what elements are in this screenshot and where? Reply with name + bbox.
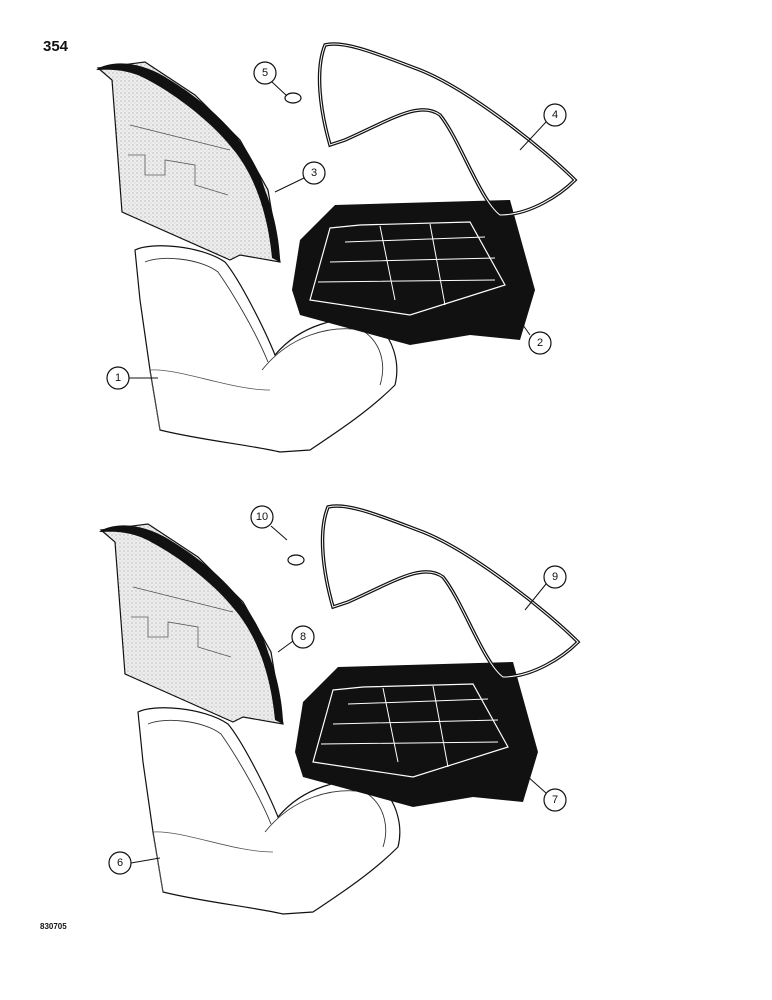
- assembly-top: [94, 42, 577, 454]
- callout-8: 8: [291, 625, 315, 649]
- svg-text:5: 5: [262, 67, 268, 79]
- leader-lines: [129, 81, 547, 864]
- callout-2: 2: [528, 331, 552, 355]
- callout-4: 4: [543, 103, 567, 127]
- svg-text:6: 6: [117, 857, 123, 869]
- assembly-bottom: [97, 504, 580, 916]
- page-number: 354: [43, 38, 69, 55]
- svg-text:2: 2: [537, 337, 543, 349]
- callout-10: 10: [250, 505, 274, 529]
- svg-text:7: 7: [552, 794, 558, 806]
- callout-3: 3: [302, 161, 326, 185]
- figure-id: 830705: [40, 922, 67, 931]
- svg-text:3: 3: [311, 167, 317, 179]
- svg-text:10: 10: [256, 511, 268, 523]
- svg-text:9: 9: [552, 571, 558, 583]
- callout-5: 5: [253, 61, 277, 85]
- svg-text:8: 8: [300, 631, 306, 643]
- callout-6: 6: [108, 851, 132, 875]
- callout-9: 9: [543, 565, 567, 589]
- svg-text:1: 1: [115, 372, 121, 384]
- svg-text:4: 4: [552, 109, 558, 121]
- callout-1: 1: [106, 366, 130, 390]
- callout-7: 7: [543, 788, 567, 812]
